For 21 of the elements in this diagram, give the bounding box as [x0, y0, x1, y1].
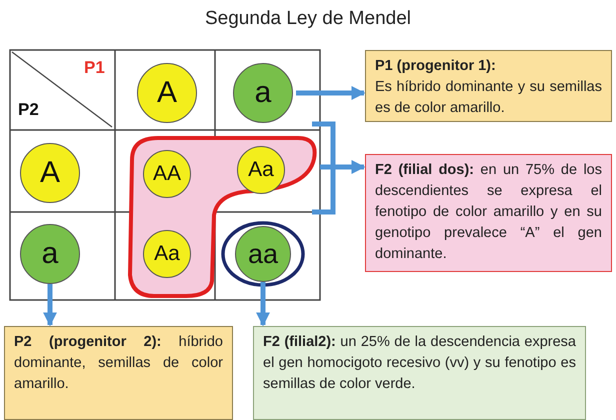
box-text: Es híbrido dominante y su semillas es de color amarillo. — [375, 78, 602, 118]
arrow — [320, 160, 366, 174]
arrow — [43, 284, 57, 326]
info-box — [253, 326, 586, 420]
info-box — [365, 50, 612, 122]
info-box — [365, 154, 612, 272]
axis-label: P2 — [18, 100, 39, 120]
arrow — [256, 282, 270, 326]
info-box — [4, 326, 233, 420]
axis-label: P1 — [84, 58, 105, 78]
allele-circle: a — [233, 63, 293, 123]
allele-circle: A — [137, 63, 197, 123]
box-heading: P1 (progenitor 1): — [375, 57, 497, 76]
box-text: F2 (filial2): un 25% de la descendencia expresa el gen homocigoto recesivo (vv) y su fenotipo es semillas de color verde. — [263, 333, 576, 394]
allele-circle: a — [20, 224, 80, 284]
title: Segunda Ley de Mendel — [204, 8, 412, 30]
box-text: P2 (progenitor 2): híbrido dominante, semillas de color amarillo. — [14, 333, 223, 394]
allele-circle: A — [20, 143, 80, 203]
allele-circle: aa — [235, 226, 291, 282]
arrow — [296, 86, 366, 100]
box-text: F2 (filial dos): en un 75% de los descendientes se expresa el fenotipo de color amarillo y en su genotipo prevalece “A” el gen dominante. — [375, 161, 602, 264]
